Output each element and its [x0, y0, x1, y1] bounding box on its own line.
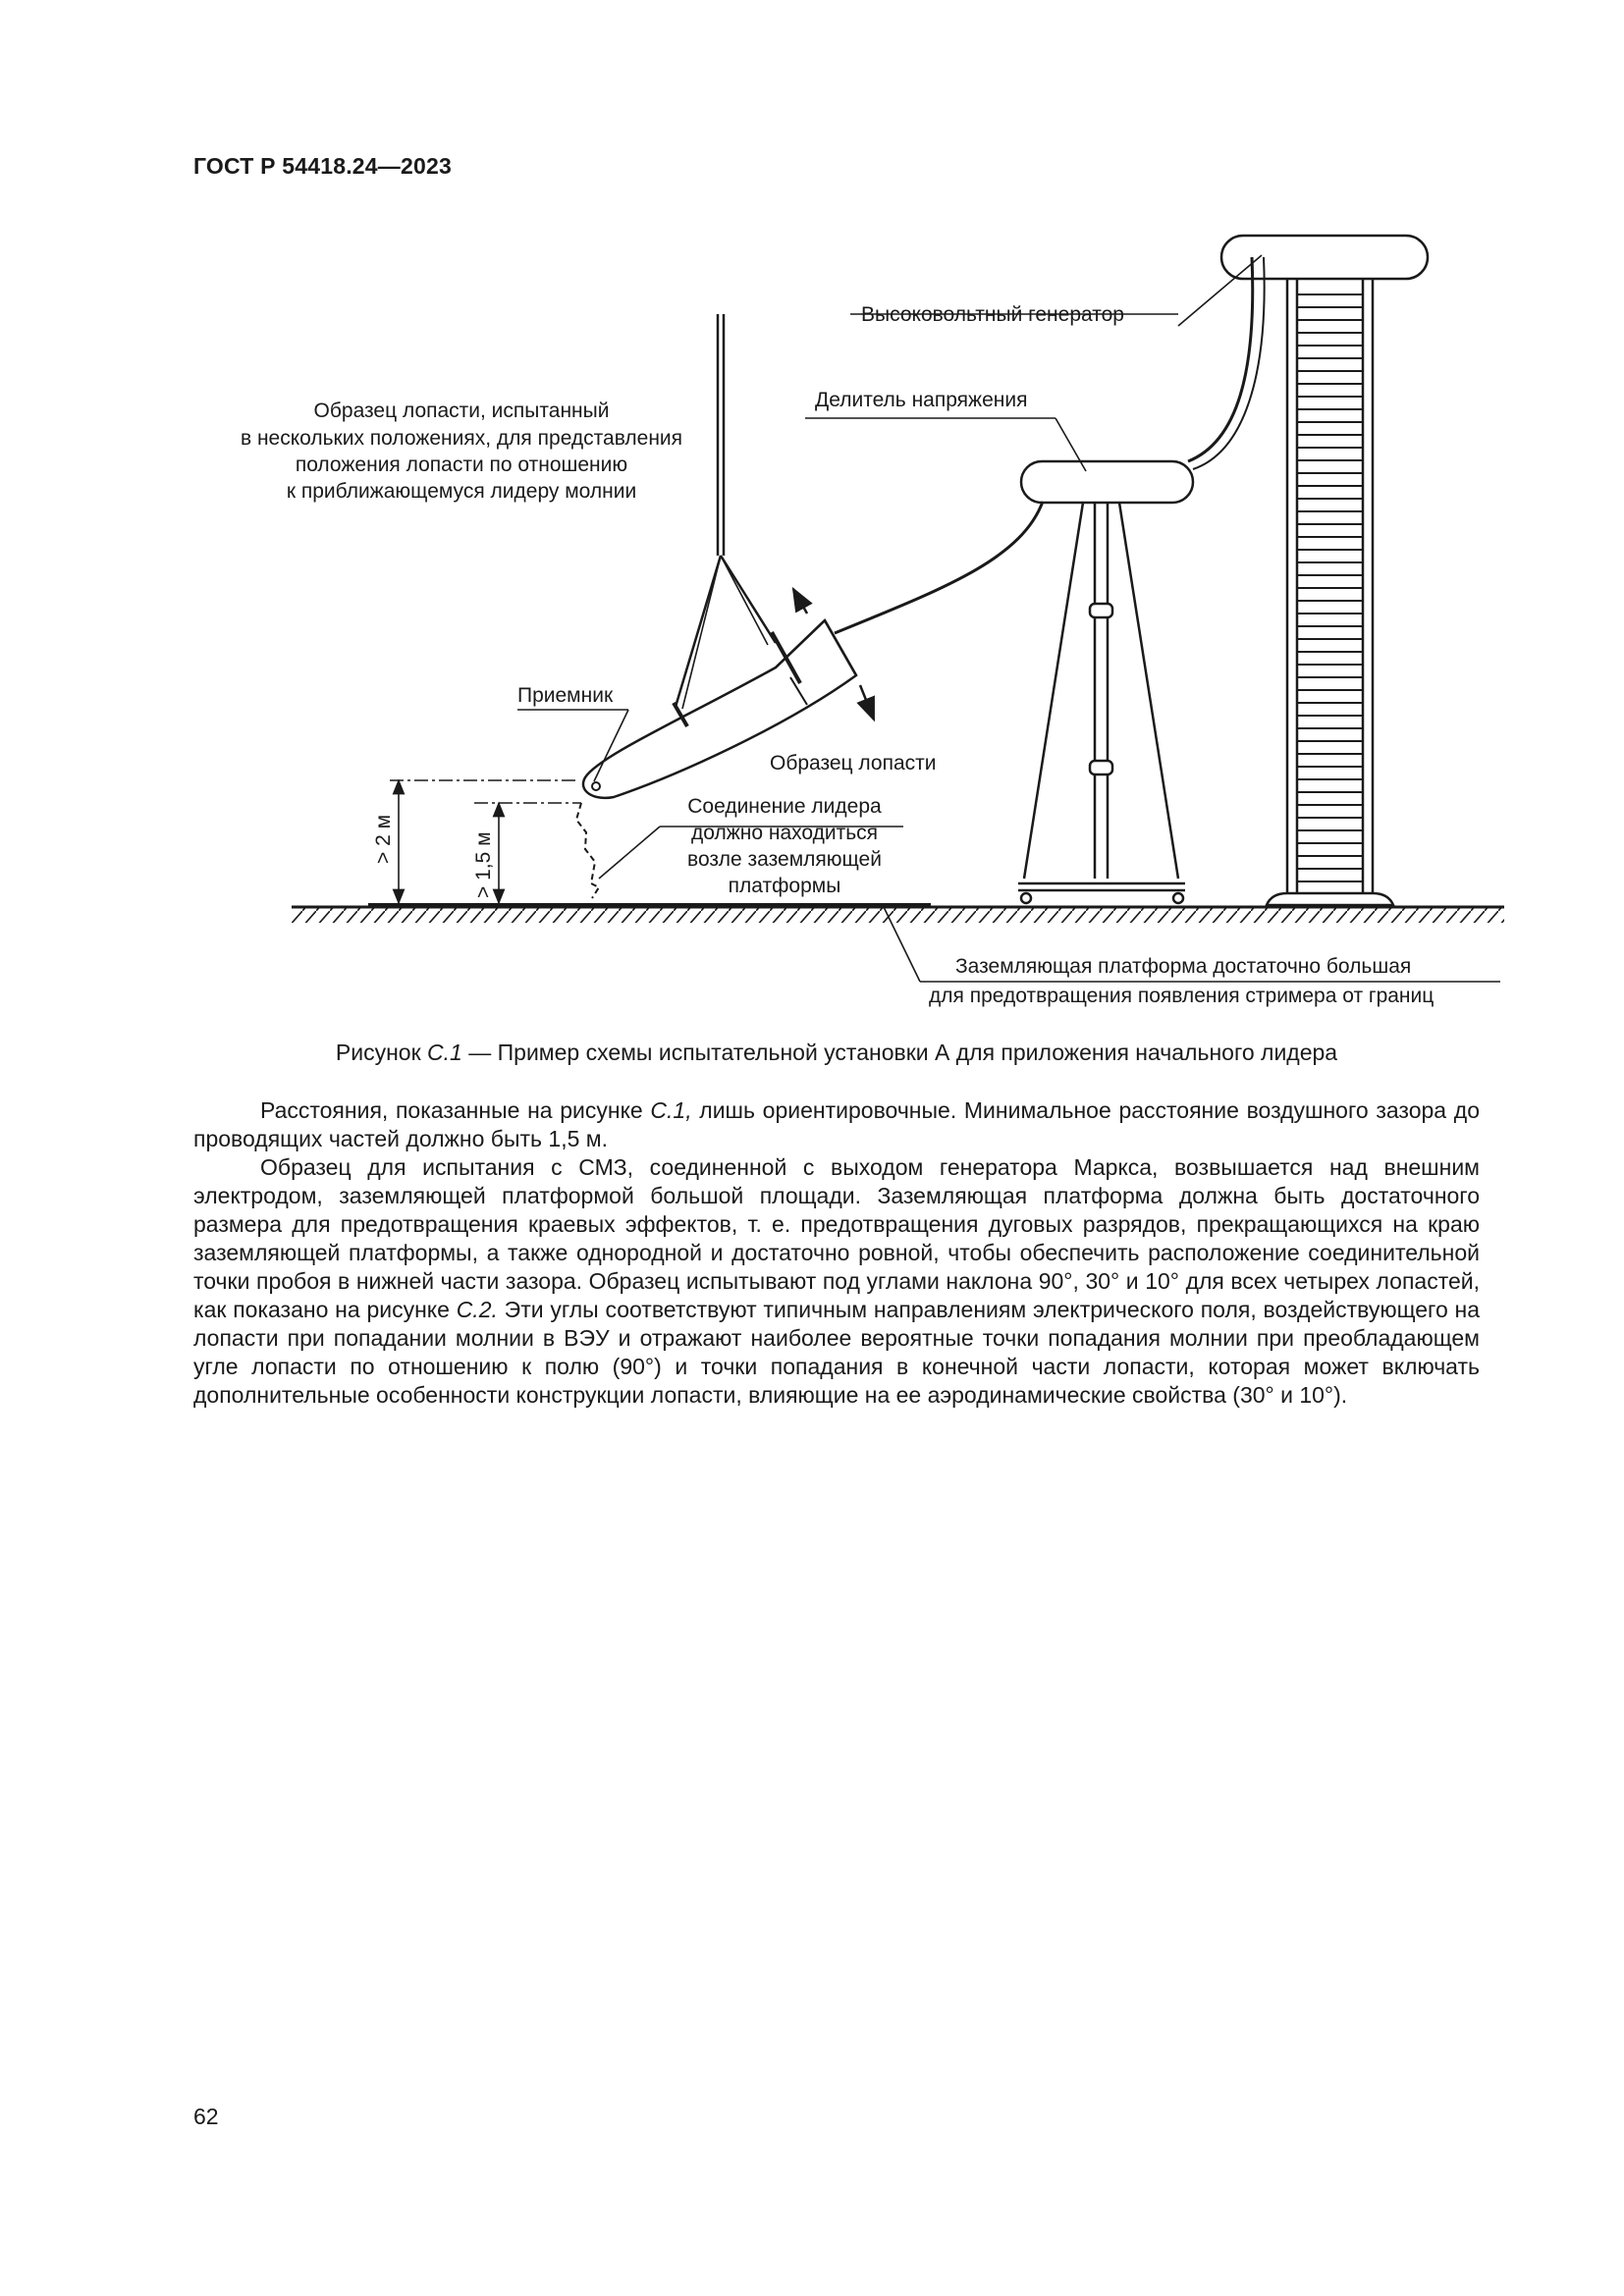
paragraph-2-text-end: Эти углы соответствуют типичным направле…	[193, 1297, 1481, 1408]
paragraph-1-text: Расстояния, показанные на рисунке	[260, 1097, 651, 1123]
marx-generator	[1219, 234, 1430, 907]
test-setup-diagram: Высоковольтный генератор Делитель напряж…	[241, 234, 1504, 1007]
leader-connection-line-2: должно находиться	[691, 822, 878, 844]
leader-connection-line-1: Соединение лидера	[687, 795, 882, 818]
height-outer-label: > 2 м	[372, 815, 395, 864]
leader-connection-line-3: возле заземляющей	[687, 848, 882, 871]
divider-label: Делитель напряжения	[815, 389, 1027, 411]
leader-path	[574, 802, 601, 899]
suspension-rope	[674, 314, 778, 710]
specimen-note-line-4: к приближающемуся лидеру молнии	[287, 480, 636, 503]
receptor-marker	[591, 781, 601, 791]
figure-caption: Рисунок С.1 — Пример схемы испытательной…	[193, 1040, 1480, 1066]
body-text: Расстояния, показанные на рисунке С.1, л…	[193, 1096, 1480, 1410]
paragraph-2-figure-ref: С.2.	[456, 1297, 498, 1322]
ground-note-line-2: для предотвращения появления стримера от…	[929, 985, 1434, 1007]
voltage-divider	[1018, 459, 1195, 905]
receptor-label: Приемник	[517, 684, 614, 707]
blade-specimen-label: Образец лопасти	[770, 752, 937, 774]
paragraph-1-figure-ref: С.1,	[650, 1097, 692, 1123]
paragraph-2-text: Образец для испытания с СМЗ, соединенной…	[193, 1154, 1480, 1322]
caption-text: — Пример схемы испытательной установки А…	[461, 1040, 1338, 1065]
height-inner-label: > 1,5 м	[472, 831, 495, 898]
leader-connection-line-4: платформы	[729, 875, 841, 897]
page-number: 62	[193, 2104, 219, 2129]
document-header: ГОСТ Р 54418.24—2023	[193, 153, 452, 179]
caption-figure-ref: С.1	[427, 1040, 462, 1065]
caption-prefix: Рисунок	[335, 1040, 428, 1065]
grounding-platform	[368, 903, 931, 908]
ground-note-line-1: Заземляющая платформа достаточно большая	[955, 955, 1411, 978]
specimen-note-line-2: в нескольких положениях, для представлен…	[241, 427, 682, 450]
specimen-note-line-1: Образец лопасти, испытанный	[314, 400, 610, 422]
dimension-lines	[390, 778, 581, 905]
hv-cable	[1187, 256, 1255, 463]
blade-specimen	[581, 586, 876, 800]
paragraph-1-text-end: лишь ориентировочные. Минимальное рассто…	[193, 1097, 1480, 1151]
generator-label: Высоковольтный генератор	[861, 303, 1124, 326]
paragraph-2: Образец для испытания с СМЗ, соединенной…	[193, 1153, 1480, 1410]
paragraph-1: Расстояния, показанные на рисунке С.1, л…	[193, 1096, 1480, 1153]
specimen-note-line-3: положения лопасти по отношению	[296, 454, 627, 476]
ground	[292, 905, 1504, 923]
test-setup-figure: Высоковольтный генератор Делитель напряж…	[0, 0, 1624, 1031]
